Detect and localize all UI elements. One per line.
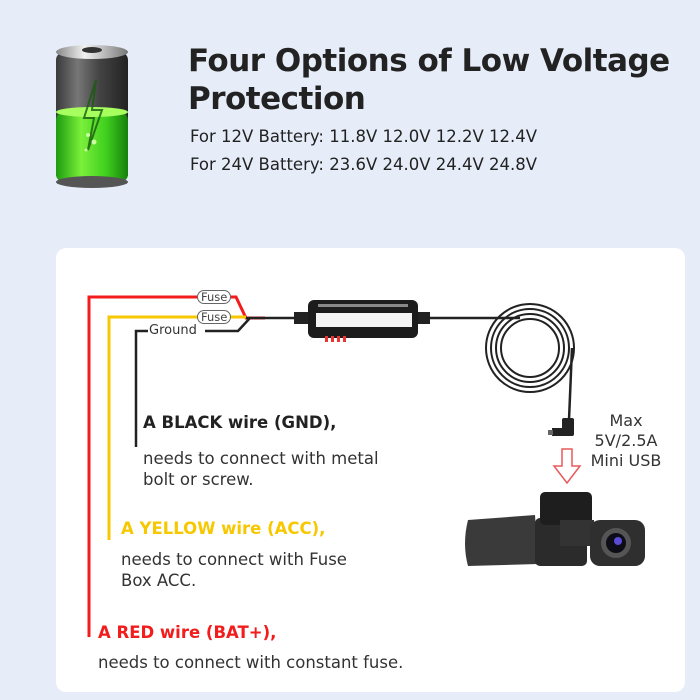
fuse-label-yellow: Fuse: [197, 310, 232, 324]
title-line-2: Protection: [188, 81, 366, 117]
usb-type: Mini USB: [590, 451, 662, 470]
yellow-wire-desc: needs to connect with Fuse Box ACC.: [121, 549, 347, 591]
spec-12v: For 12V Battery: 11.8V 12.0V 12.2V 12.4V: [190, 127, 538, 146]
black-wire-heading: A BLACK wire (GND),: [143, 413, 337, 432]
fuse-label-red: Fuse: [197, 290, 232, 304]
spec-24v: For 24V Battery: 23.6V 24.0V 24.4V 24.8V: [190, 155, 538, 174]
black-ground-wire: [134, 329, 148, 447]
page-title: Four Options of Low Voltage Protection: [188, 42, 688, 118]
hardwire-module-icon: [308, 300, 418, 342]
mini-usb-plug-icon: [548, 418, 574, 436]
red-wire-desc: needs to connect with constant fuse.: [98, 653, 404, 672]
title-line-1: Four Options of Low Voltage: [188, 43, 670, 79]
down-arrow-icon: [552, 448, 582, 485]
usb-max-label: Max: [609, 411, 643, 430]
black-wire-desc-line1: needs to connect with metal: [143, 449, 379, 468]
black-wire-desc-line2: bolt or screw.: [143, 470, 254, 489]
yellow-wire-heading: A YELLOW wire (ACC),: [121, 519, 326, 538]
black-wire-desc: needs to connect with metal bolt or scre…: [143, 448, 379, 490]
usb-rating: 5V/2.5A: [594, 431, 658, 450]
cable-coil-icon: [485, 303, 575, 393]
battery-charging-icon: [56, 45, 128, 188]
usb-spec: Max 5V/2.5A Mini USB: [587, 411, 665, 471]
ground-label: Ground: [149, 323, 197, 338]
yellow-wire-desc-line2: Box ACC.: [121, 571, 197, 590]
yellow-wire-desc-line1: needs to connect with Fuse: [121, 550, 347, 569]
red-wire-heading: A RED wire (BAT+),: [98, 623, 277, 642]
dash-cam-icon: [465, 492, 645, 566]
